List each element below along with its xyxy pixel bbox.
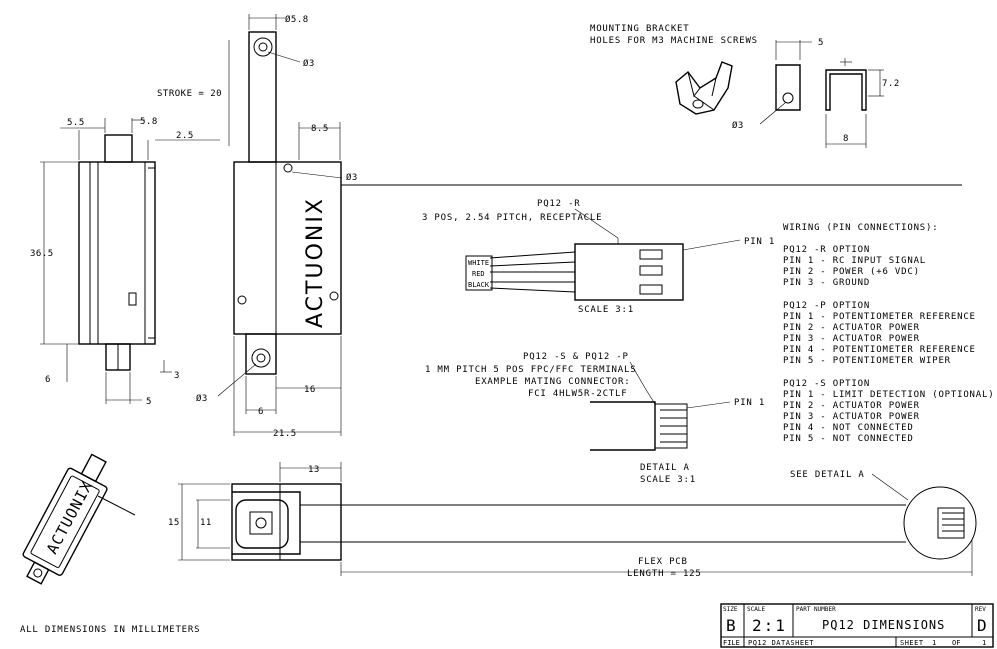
bracket-side-view: 5 Ø3 (732, 38, 824, 131)
front-dim-rod-hole: Ø3 (303, 58, 315, 69)
tb-part-label: PART NUMBER (796, 606, 836, 613)
conn-r-pin1: PIN 1 (744, 237, 775, 247)
conn-sp-detail: DETAIL A (640, 463, 690, 473)
wire-white-label: WHITE (468, 259, 489, 267)
tb-sheet-label: SHEET (900, 639, 924, 647)
title-block: SIZE B SCALE 2:1 PART NUMBER PQ12 DIMENS… (720, 603, 994, 648)
bracket-dim-height: 7.2 (882, 79, 900, 89)
front-dim-bottom-hole: Ø3 (196, 393, 208, 404)
flex-dim-15: 15 (168, 518, 180, 528)
front-dim-6: 6 (258, 407, 264, 417)
wiring-opt-s-pin2: PIN 2 - ACTUATOR POWER (783, 401, 920, 411)
side-dim-bottom-width: 5 (146, 397, 152, 407)
wire-black-label: BLACK (468, 281, 490, 289)
side-dim-top-left: 5.5 (67, 118, 85, 128)
wiring-opt-r-name: PQ12 -R OPTION (783, 245, 870, 255)
front-dim-rod-dia: Ø5.8 (285, 14, 309, 25)
bracket-dim-depth: 8 (843, 134, 849, 144)
tb-size: B (726, 616, 736, 635)
flex-see-detail: SEE DETAIL A (790, 470, 865, 480)
units-note: ALL DIMENSIONS IN MILLIMETERS (20, 625, 200, 635)
wiring-opt-p-pin4: PIN 4 - POTENTIOMETER REFERENCE (783, 345, 976, 355)
tb-rev: D (977, 616, 987, 635)
connector-sp-group: PQ12 -S & PQ12 -P 1 MM PITCH 5 POS FPC/F… (425, 352, 765, 485)
tb-scale: 2:1 (752, 616, 787, 635)
bracket-dim-hole: Ø3 (732, 120, 744, 131)
wiring-opt-s-pin5: PIN 5 - NOT CONNECTED (783, 434, 914, 444)
actuator-side-view: 5.5 5.8 2.5 36.5 6 3 5 (30, 117, 220, 407)
tb-sheet: 1 (932, 639, 936, 647)
wiring-opt-p-pin5: PIN 5 - POTENTIOMETER WIPER (783, 356, 951, 366)
wiring-block: WIRING (PIN CONNECTIONS): PQ12 -R OPTION… (783, 223, 994, 444)
tb-of-label: OF (952, 639, 960, 647)
conn-sp-label-line3: EXAMPLE MATING CONNECTOR: (475, 377, 630, 387)
iso-flex-tail (97, 495, 136, 516)
flex-dim-13: 13 (308, 465, 320, 475)
tb-scale-label: SCALE (747, 606, 765, 613)
front-dim-body: 8.5 (311, 124, 329, 134)
tb-size-label: SIZE (723, 606, 738, 613)
wiring-opt-s-pin4: PIN 4 - NOT CONNECTED (783, 423, 914, 433)
front-stroke: STROKE = 20 (157, 89, 222, 99)
front-dim-width: 21.5 (273, 429, 297, 439)
wiring-opt-s-pin1: PIN 1 - LIMIT DETECTION (OPTIONAL) (783, 390, 994, 400)
bracket-note-line1: MOUNTING BRACKET (590, 24, 690, 34)
front-dim-16: 16 (304, 385, 316, 395)
wiring-opt-p-pin2: PIN 2 - ACTUATOR POWER (783, 323, 920, 333)
conn-r-scale: SCALE 3:1 (578, 305, 634, 315)
wiring-opt-r-pin2: PIN 2 - POWER (+6 VDC) (783, 267, 920, 277)
wiring-opt-p-pin1: PIN 1 - POTENTIOMETER REFERENCE (783, 312, 976, 322)
side-dim-offset: 2.5 (176, 131, 194, 141)
conn-sp-label-line2: 1 MM PITCH 5 POS FPC/FFC TERMINALS (425, 365, 636, 375)
flex-line1: FLEX PCB (638, 557, 688, 567)
tb-part: PQ12 DIMENSIONS (822, 618, 945, 632)
conn-sp-scale: SCALE 3:1 (640, 475, 696, 485)
wiring-opt-r-pin1: PIN 1 - RC INPUT SIGNAL (783, 256, 926, 266)
tb-file: PQ12 DATASHEET (748, 639, 814, 647)
wiring-opt-s-name: PQ12 -S OPTION (783, 379, 870, 389)
tb-of: 1 (982, 639, 986, 647)
wire-red-label: RED (472, 270, 485, 278)
conn-r-label-line2: 3 POS, 2.54 PITCH, RECEPTACLE (422, 213, 602, 223)
conn-sp-pin1: PIN 1 (734, 398, 765, 408)
bracket-note-line2: HOLES FOR M3 MACHINE SCREWS (590, 36, 758, 46)
actuator-iso-view: ACTUONIX (22, 453, 108, 585)
iso-brand: ACTUONIX (43, 478, 97, 557)
tb-rev-label: REV (975, 606, 986, 613)
flex-dim-11: 11 (200, 518, 212, 528)
mounting-bracket-group: MOUNTING BRACKET HOLES FOR M3 MACHINE SC… (590, 24, 900, 148)
connector-r-group: PQ12 -R 3 POS, 2.54 PITCH, RECEPTACLE WH… (422, 199, 775, 315)
wiring-title: WIRING (PIN CONNECTIONS): (783, 223, 938, 233)
tb-file-label: FILE (723, 639, 740, 647)
wiring-opt-r-pin3: PIN 3 - GROUND (783, 278, 870, 288)
side-dim-bottom-left: 6 (45, 375, 51, 385)
side-dim-top-right: 5.8 (140, 117, 158, 127)
bracket-u-view: 7.2 8 (825, 58, 900, 148)
wiring-opt-p-name: PQ12 -P OPTION (783, 301, 870, 311)
flex-line2: LENGTH = 125 (627, 569, 702, 579)
front-dim-body-hole: Ø3 (346, 172, 358, 183)
front-brand: ACTUONIX (303, 197, 328, 328)
actuator-front-view: Ø5.8 Ø3 STROKE = 20 ACTUONIX 8.5 Ø3 Ø3 1… (157, 14, 358, 439)
bracket-dim-width: 5 (818, 38, 824, 48)
conn-sp-label-line4: FCI 4HLW5R-2CTLF (528, 389, 628, 399)
bracket-iso-sketch (675, 61, 733, 115)
wiring-opt-p-pin3: PIN 3 - ACTUATOR POWER (783, 334, 920, 344)
wiring-opt-s-pin3: PIN 3 - ACTUATOR POWER (783, 412, 920, 422)
conn-r-label-line1: PQ12 -R (537, 199, 581, 209)
side-dim-height: 36.5 (30, 249, 54, 259)
flex-side-view: 13 15 11 SEE DETAIL A FLEX PCB LENGTH = … (168, 462, 977, 579)
conn-sp-label-line1: PQ12 -S & PQ12 -P (523, 352, 629, 362)
side-dim-bottom-right: 3 (174, 371, 180, 381)
